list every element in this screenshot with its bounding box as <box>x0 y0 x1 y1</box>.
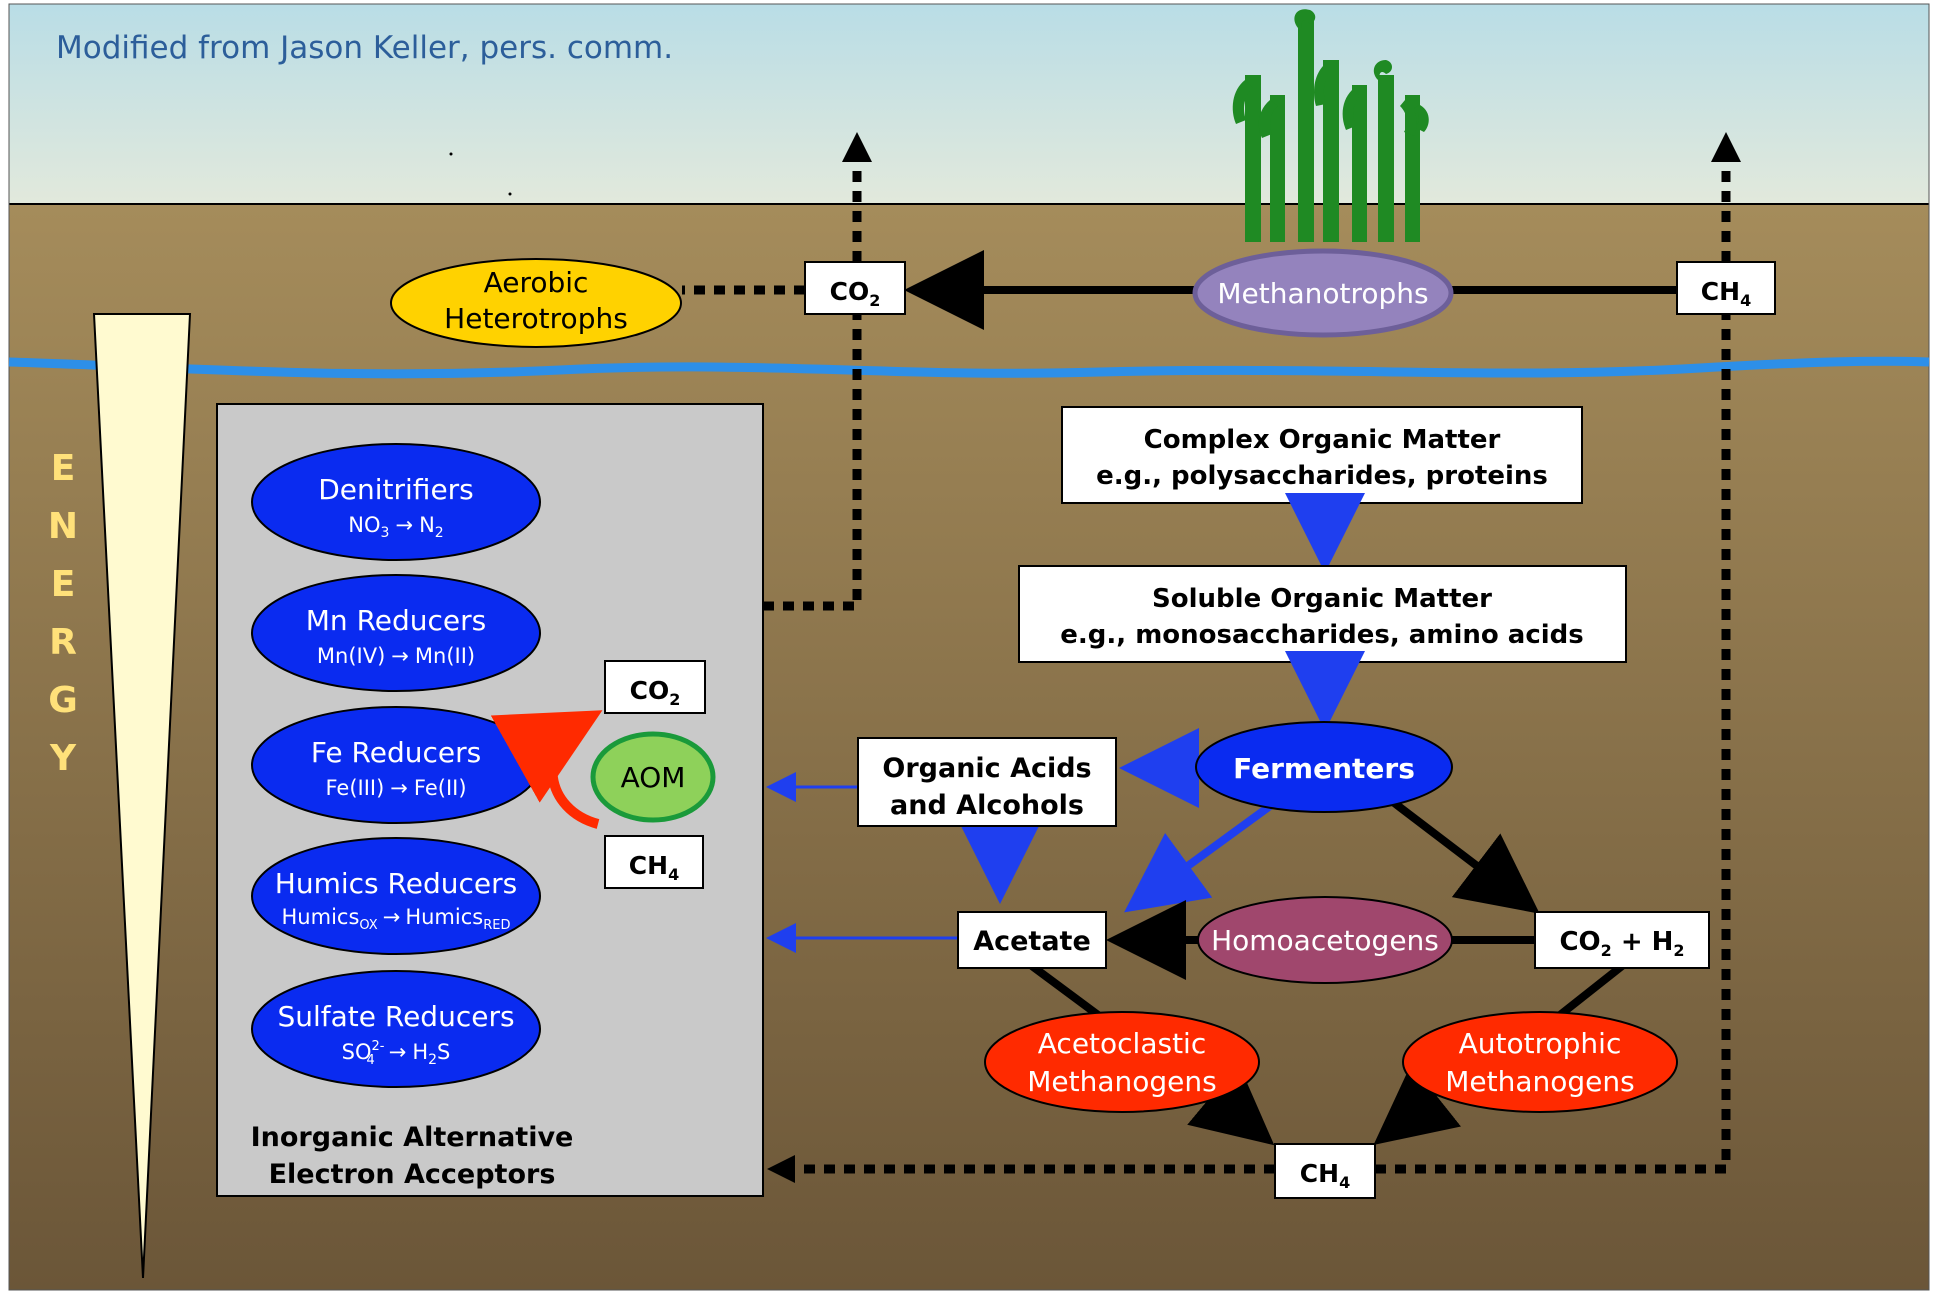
acceptor-box-title: Inorganic Alternative <box>251 1122 574 1153</box>
reducer-ellipse <box>251 574 541 692</box>
fermenters-to-co2h2-arrow <box>1390 798 1540 914</box>
reducer-reaction: Fe(III)→Fe(II) <box>325 776 466 800</box>
reducer-mn: Mn Reducers Mn(IV)→Mn(II) <box>251 574 541 692</box>
energy-letter: E <box>51 448 76 489</box>
acetoclastic-methanogens-node <box>984 1011 1260 1113</box>
acetoclastic-methanogens-label: Methanogens <box>1027 1065 1216 1098</box>
reducer-reaction: SO2-4→H2S <box>342 1039 451 1068</box>
autotrophic-methanogens-label: Autotrophic <box>1459 1027 1622 1060</box>
reducer-reaction: HumicsOX→HumicsRED <box>282 905 511 933</box>
complex-om-title: Complex Organic Matter <box>1144 425 1501 455</box>
co2-h2-label: CO2 + H2 <box>1559 927 1684 960</box>
wetland-plant-icon <box>1232 9 1429 242</box>
homoacetogens-label: Homoacetogens <box>1211 924 1439 957</box>
homoacetogens-node <box>1197 896 1453 984</box>
complex-om-box <box>1061 406 1583 504</box>
ch4-aom-box <box>604 835 704 889</box>
fermenters-label: Fermenters <box>1233 752 1415 785</box>
reducer-ellipse <box>251 837 541 955</box>
co2-atmosphere-arrowhead <box>842 132 872 162</box>
aerobic-heterotrophs-node <box>390 258 682 348</box>
acetate-label: Acetate <box>973 926 1091 957</box>
autotrophic-to-ch4-arrow <box>1373 1063 1461 1145</box>
sky-background <box>9 4 1929 204</box>
aerobic-heterotrophs-label: Aerobic <box>484 266 589 299</box>
ch4-aom-label: CH4 <box>629 851 679 884</box>
energy-wedge <box>92 313 192 1279</box>
stray-dot <box>449 152 453 156</box>
aerobic-heterotrophs-label: Heterotrophs <box>444 302 628 335</box>
energy-letter: N <box>48 506 78 547</box>
frame <box>8 3 1930 1291</box>
co2-h2-box <box>1534 911 1710 969</box>
autotrophic-methanogens-label: Methanogens <box>1445 1065 1634 1098</box>
reducer-ellipse <box>251 970 541 1088</box>
co2-top-label: CO2 <box>830 277 881 310</box>
fermenters-node <box>1195 721 1453 813</box>
water-table-line <box>8 356 1930 379</box>
soluble-om-example: e.g., monosaccharides, amino acids <box>1060 620 1583 650</box>
ch4-atmosphere-arrowhead <box>1711 132 1741 162</box>
energy-letter: R <box>49 622 77 663</box>
reducer-sulfate: Sulfate Reducers SO2-4→H2S <box>251 970 541 1088</box>
ch4-top-label: CH4 <box>1701 277 1751 310</box>
reducer-ellipse <box>251 443 541 561</box>
acetate-to-acetoclastic-line <box>1029 962 1101 1019</box>
autotrophic-methanogens-node <box>1402 1011 1678 1113</box>
acetoclastic-methanogens-label: Acetoclastic <box>1038 1027 1206 1060</box>
ch4-bottom-to-ch4-top-dotted <box>1375 314 1731 1174</box>
reducer-name: Humics Reducers <box>275 867 517 900</box>
energy-label: E N E R G Y <box>48 448 78 779</box>
ch4-bottom-box <box>1274 1143 1376 1199</box>
aom-label: AOM <box>621 761 686 794</box>
energy-letter: E <box>51 564 76 605</box>
reducer-name: Mn Reducers <box>306 604 486 637</box>
energy-letter: Y <box>49 738 77 779</box>
reducer-name: Denitrifiers <box>318 473 474 506</box>
ch4-top-box <box>1676 261 1776 315</box>
acceptors-to-co2-dotted <box>763 314 862 611</box>
reducer-name: Sulfate Reducers <box>277 1000 514 1033</box>
acetoclastic-to-ch4-arrow <box>1187 1063 1275 1146</box>
credit-text: Modified from Jason Keller, pers. comm. <box>56 30 673 66</box>
organic-acids-label: Organic Acids <box>882 753 1091 784</box>
organic-acids-label: and Alcohols <box>890 790 1084 821</box>
methanotrophs-node <box>1192 248 1454 338</box>
reducer-name: Fe Reducers <box>311 736 481 769</box>
reducer-fe: Fe Reducers Fe(III)→Fe(II) <box>251 706 541 824</box>
acetate-box <box>957 911 1107 969</box>
methanotrophs-label: Methanotrophs <box>1217 277 1428 310</box>
reducer-reaction: Mn(IV)→Mn(II) <box>317 644 475 668</box>
acceptor-box-subtitle: Electron Acceptors <box>269 1159 556 1190</box>
energy-letter: G <box>48 680 78 721</box>
stray-dot <box>508 192 512 196</box>
co2-aom-label: CO2 <box>630 676 681 709</box>
ch4-bottom-label: CH4 <box>1300 1159 1350 1192</box>
co2-aom-box <box>604 660 706 714</box>
aom-cycle-arrow <box>490 710 603 829</box>
reducer-denitrifiers: Denitrifiers NO3→N2 <box>251 443 541 561</box>
organic-acids-box <box>857 737 1117 827</box>
co2h2-to-autotrophic-line <box>1557 962 1625 1019</box>
soluble-om-title: Soluble Organic Matter <box>1152 584 1492 614</box>
reducer-reaction: NO3→N2 <box>348 513 443 541</box>
reducer-humics: Humics Reducers HumicsOX→HumicsRED <box>251 837 541 955</box>
fermenters-to-acetate-arrow <box>1124 802 1273 913</box>
ch4-to-acceptors-arrowhead <box>767 1155 795 1183</box>
complex-om-example: e.g., polysaccharides, proteins <box>1096 461 1548 491</box>
